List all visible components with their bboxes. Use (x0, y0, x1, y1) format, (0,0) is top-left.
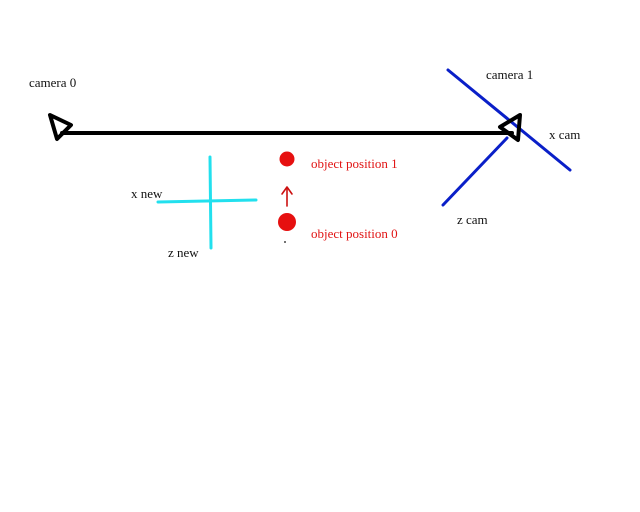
camera-0-label: camera 0 (29, 75, 76, 90)
z-cam-label: z cam (457, 212, 488, 227)
object-position-0-label: object position 0 (311, 226, 398, 241)
x-new-label: x new (131, 186, 163, 201)
camera-1-label: camera 1 (486, 67, 533, 82)
x-new-axis (156, 198, 258, 204)
object-position-1-dot (279, 151, 295, 167)
camera-1-marker (498, 113, 522, 142)
object-position-0-dot (278, 213, 296, 231)
movement-arrow (281, 186, 293, 207)
camera-0-marker (48, 113, 73, 141)
x-cam-label: x cam (549, 127, 580, 142)
z-cam-axis (441, 136, 509, 207)
z-new-label: z new (168, 245, 199, 260)
z-new-axis (208, 155, 213, 250)
object-position-1-label: object position 1 (311, 156, 398, 171)
